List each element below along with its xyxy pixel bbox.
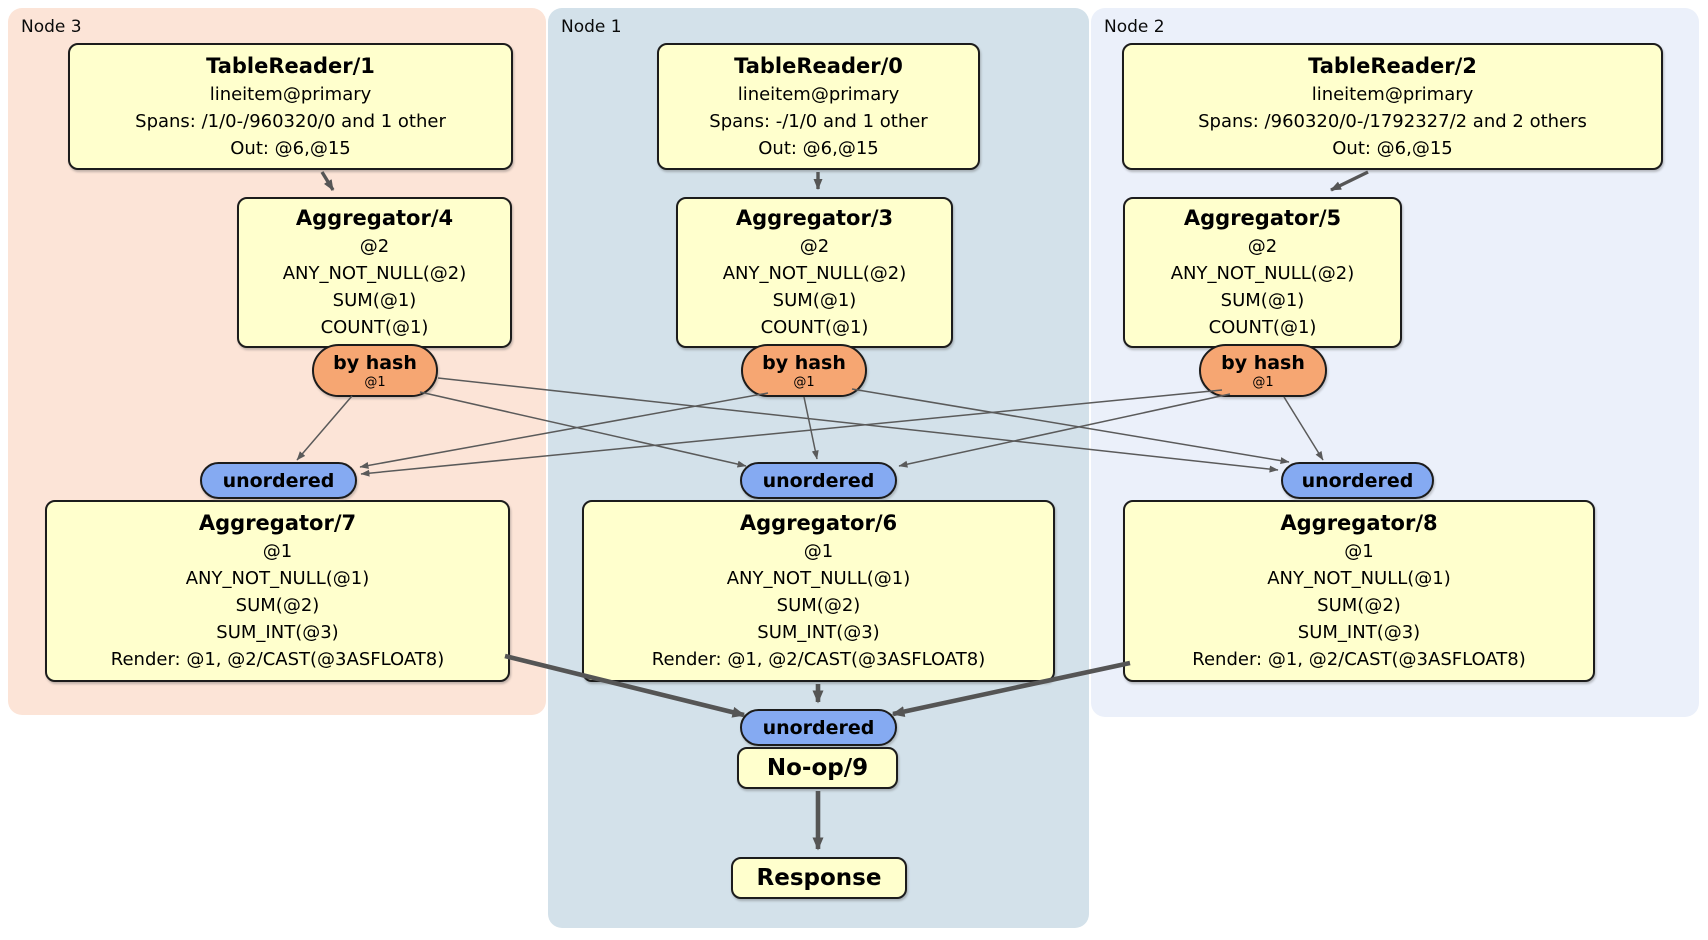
processor-detail: ANY_NOT_NULL(@2) [722,263,907,284]
processor-detail: @1 [1344,541,1374,562]
processor-title: Aggregator/8 [1280,511,1438,535]
processor-tablereader-2: TableReader/2 lineitem@primary Spans: /9… [1122,43,1663,170]
processor-title: TableReader/2 [1308,53,1477,78]
processor-detail: SUM(@2) [776,595,861,616]
stream-unordered-node3: unordered [200,462,357,499]
processor-title: No-op/9 [766,755,869,781]
router-detail: @1 [1252,374,1274,390]
processor-response: Response [731,857,907,899]
region-node-3-label: Node 3 [21,17,82,37]
processor-detail: SUM_INT(@3) [1297,622,1421,643]
router-label: by hash [1221,351,1305,374]
processor-detail: @2 [799,236,830,257]
stream-label: unordered [762,716,875,739]
router-detail: @1 [793,374,815,390]
processor-aggregator-6: Aggregator/6 @1 ANY_NOT_NULL(@1) SUM(@2)… [582,500,1055,682]
processor-detail: COUNT(@1) [1208,317,1317,338]
processor-detail: lineitem@primary [737,83,900,105]
processor-detail: SUM(@2) [235,595,320,616]
region-node-2-label: Node 2 [1104,17,1165,37]
router-by-hash-node3: by hash @1 [312,344,438,397]
router-label: by hash [762,351,846,374]
processor-detail: Out: @6,@15 [230,137,351,159]
stream-label: unordered [1301,469,1414,492]
processor-title: TableReader/1 [206,53,375,78]
processor-title: Aggregator/7 [198,511,357,535]
processor-title: Aggregator/4 [295,206,454,230]
processor-detail: Spans: /1/0-/960320/0 and 1 other [135,110,446,132]
region-node-1-label: Node 1 [561,17,622,37]
processor-detail: SUM(@1) [772,290,857,311]
stream-label: unordered [762,469,875,492]
processor-detail: lineitem@primary [1311,83,1474,105]
router-by-hash-node2: by hash @1 [1199,344,1327,397]
processor-detail: @2 [359,236,390,257]
processor-aggregator-4: Aggregator/4 @2 ANY_NOT_NULL(@2) SUM(@1)… [237,197,512,348]
processor-detail: SUM(@1) [332,290,417,311]
processor-detail: lineitem@primary [209,83,372,105]
stream-label: unordered [222,469,335,492]
processor-detail: Spans: /960320/0-/1792327/2 and 2 others [1198,110,1587,132]
router-label: by hash [333,351,417,374]
stream-unordered-node2: unordered [1281,462,1434,499]
processor-detail: Render: @1, @2/CAST(@3ASFLOAT8) [1192,649,1526,670]
processor-title: Aggregator/5 [1183,206,1342,230]
processor-detail: SUM(@1) [1220,290,1305,311]
processor-detail: @1 [262,541,293,562]
processor-detail: SUM_INT(@3) [757,622,880,643]
processor-tablereader-1: TableReader/1 lineitem@primary Spans: /1… [68,43,513,170]
processor-title: TableReader/0 [734,53,903,78]
processor-aggregator-5: Aggregator/5 @2 ANY_NOT_NULL(@2) SUM(@1)… [1123,197,1402,348]
processor-detail: Out: @6,@15 [1332,137,1453,159]
processor-detail: @2 [1247,236,1278,257]
processor-detail: ANY_NOT_NULL(@2) [282,263,467,284]
processor-title: Aggregator/3 [735,206,894,230]
processor-tablereader-0: TableReader/0 lineitem@primary Spans: -/… [657,43,980,170]
processor-detail: Render: @1, @2/CAST(@3ASFLOAT8) [651,649,986,670]
processor-detail: ANY_NOT_NULL(@2) [1170,263,1355,284]
processor-detail: ANY_NOT_NULL(@1) [726,568,911,589]
processor-title: Aggregator/6 [739,511,898,535]
processor-aggregator-7: Aggregator/7 @1 ANY_NOT_NULL(@1) SUM(@2)… [45,500,510,682]
stream-unordered-node1: unordered [740,462,897,499]
processor-detail: Out: @6,@15 [758,137,879,159]
processor-title: Response [756,865,882,891]
processor-detail: COUNT(@1) [320,317,429,338]
processor-detail: Render: @1, @2/CAST(@3ASFLOAT8) [110,649,445,670]
processor-aggregator-8: Aggregator/8 @1 ANY_NOT_NULL(@1) SUM(@2)… [1123,500,1595,682]
processor-detail: SUM(@2) [1317,595,1401,616]
processor-detail: ANY_NOT_NULL(@1) [185,568,370,589]
processor-detail: ANY_NOT_NULL(@1) [1267,568,1451,589]
processor-detail: SUM_INT(@3) [216,622,339,643]
processor-detail: Spans: -/1/0 and 1 other [709,110,928,132]
router-detail: @1 [364,374,386,390]
processor-detail: @1 [803,541,834,562]
processor-aggregator-3: Aggregator/3 @2 ANY_NOT_NULL(@2) SUM(@1)… [676,197,953,348]
processor-noop-9: No-op/9 [737,747,898,789]
processor-detail: COUNT(@1) [760,317,869,338]
router-by-hash-node1: by hash @1 [741,344,867,397]
stream-unordered-final: unordered [740,709,897,746]
